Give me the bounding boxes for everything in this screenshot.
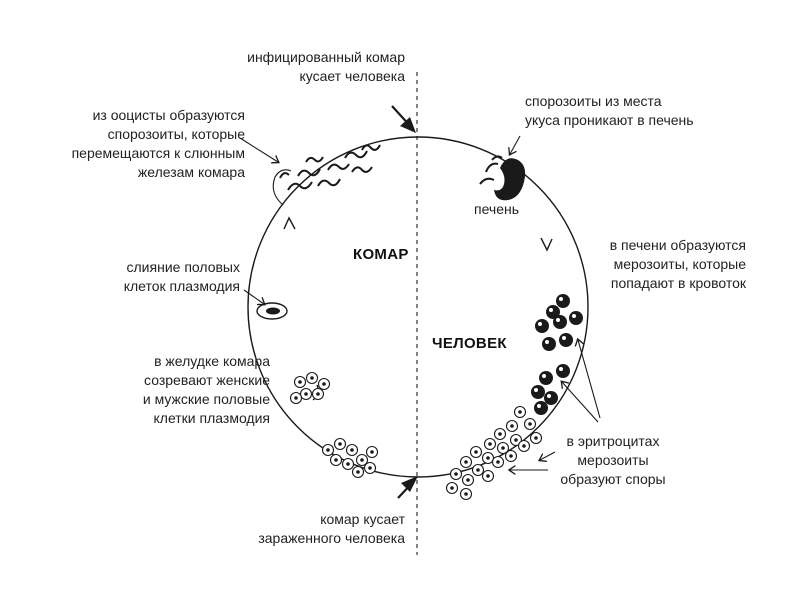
cycle-circle bbox=[247, 136, 589, 478]
merozoites bbox=[531, 294, 583, 415]
label-merozoites-liver: в печени образуются мерозоиты, которые п… bbox=[609, 237, 746, 291]
label-liver: печень bbox=[474, 201, 520, 217]
label-sporozoites-liver: спорозоиты из места укуса проникают в пе… bbox=[525, 93, 694, 128]
sporozoites-loop bbox=[272, 169, 292, 206]
sporozoites-cluster bbox=[279, 144, 381, 191]
bite-arrow-top bbox=[391, 105, 416, 133]
region-label-human: ЧЕЛОВЕК bbox=[432, 335, 507, 352]
sporozoites-pointer bbox=[239, 137, 278, 162]
right-pointers bbox=[510, 340, 601, 470]
gametocytes-lower bbox=[321, 437, 379, 479]
label-erythrocytes: в эритроцитах мерозоиты образуют споры bbox=[560, 433, 666, 487]
bite-arrow-bottom bbox=[397, 476, 418, 499]
liver-shape bbox=[479, 155, 526, 201]
label-fusion: слияние половых клеток плазмодия bbox=[123, 259, 240, 294]
label-sporozoites-form: из ооцисты образуются спорозоиты, которы… bbox=[71, 107, 245, 180]
label-bites-infected: комар кусает зараженного человека bbox=[258, 511, 405, 546]
fusion-pointer bbox=[243, 289, 264, 304]
merozoite-highlights bbox=[534, 297, 576, 408]
label-infected-bites: инфицированный комар кусает человека bbox=[247, 49, 405, 84]
region-label-mosquito: КОМАР bbox=[353, 246, 409, 263]
zygote-shape bbox=[256, 302, 288, 320]
cycle-direction-arrows bbox=[283, 216, 553, 401]
gametocyte-nuclei bbox=[294, 376, 374, 474]
label-stomach: в желудке комара созревают женские и муж… bbox=[142, 353, 270, 426]
liver-pointer bbox=[510, 135, 521, 154]
erythrocytes bbox=[445, 405, 543, 501]
erythrocyte-nuclei bbox=[450, 410, 538, 496]
